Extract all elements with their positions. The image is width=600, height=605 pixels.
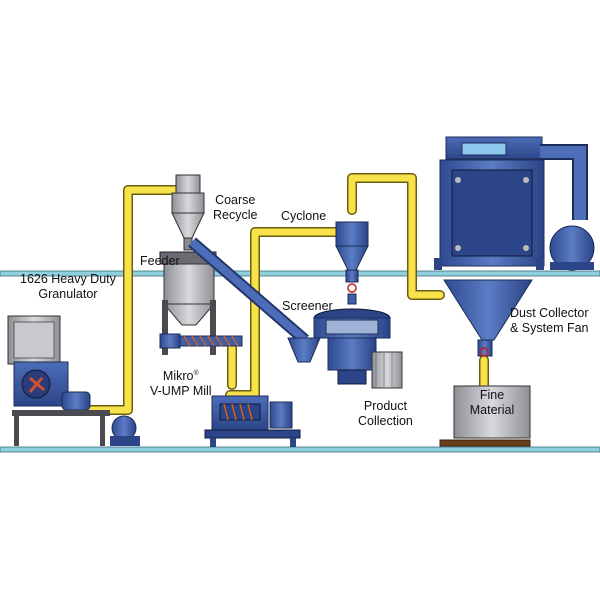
screw-conveyor	[159, 333, 243, 349]
coarse-recycle-label: Coarse Recycle	[213, 193, 258, 222]
fine-material-label: Fine Material	[469, 388, 515, 417]
granulator	[7, 315, 140, 446]
screener-label: Screener	[282, 299, 333, 313]
cyclone-to-dust-collector-pipe	[348, 174, 444, 299]
feeder-cyclone	[171, 174, 205, 251]
mill-to-cyclone-pipe	[226, 228, 344, 399]
screener	[313, 308, 391, 385]
ground-floor-line	[0, 446, 600, 453]
upper-floor-line	[0, 270, 600, 277]
granulator-label: 1626 Heavy Duty Granulator	[20, 272, 116, 301]
v-ump-mill	[204, 395, 301, 447]
dust-collector	[434, 136, 545, 357]
cyclone	[335, 221, 369, 305]
fine-material-bin	[439, 385, 531, 447]
product-collection-label: Product Collection	[358, 399, 413, 428]
product-collection-drum	[371, 351, 403, 389]
system-fan	[540, 144, 595, 271]
feeder-label: Feeder	[140, 254, 180, 268]
mill-label: Mikro® V-UMP Mill	[150, 369, 212, 399]
cyclone-label: Cyclone	[281, 209, 327, 223]
floor-lines	[0, 270, 600, 453]
dust-collector-label: Dust Collector & System Fan	[510, 306, 589, 335]
coarse-recycle-conveyor	[188, 237, 321, 363]
